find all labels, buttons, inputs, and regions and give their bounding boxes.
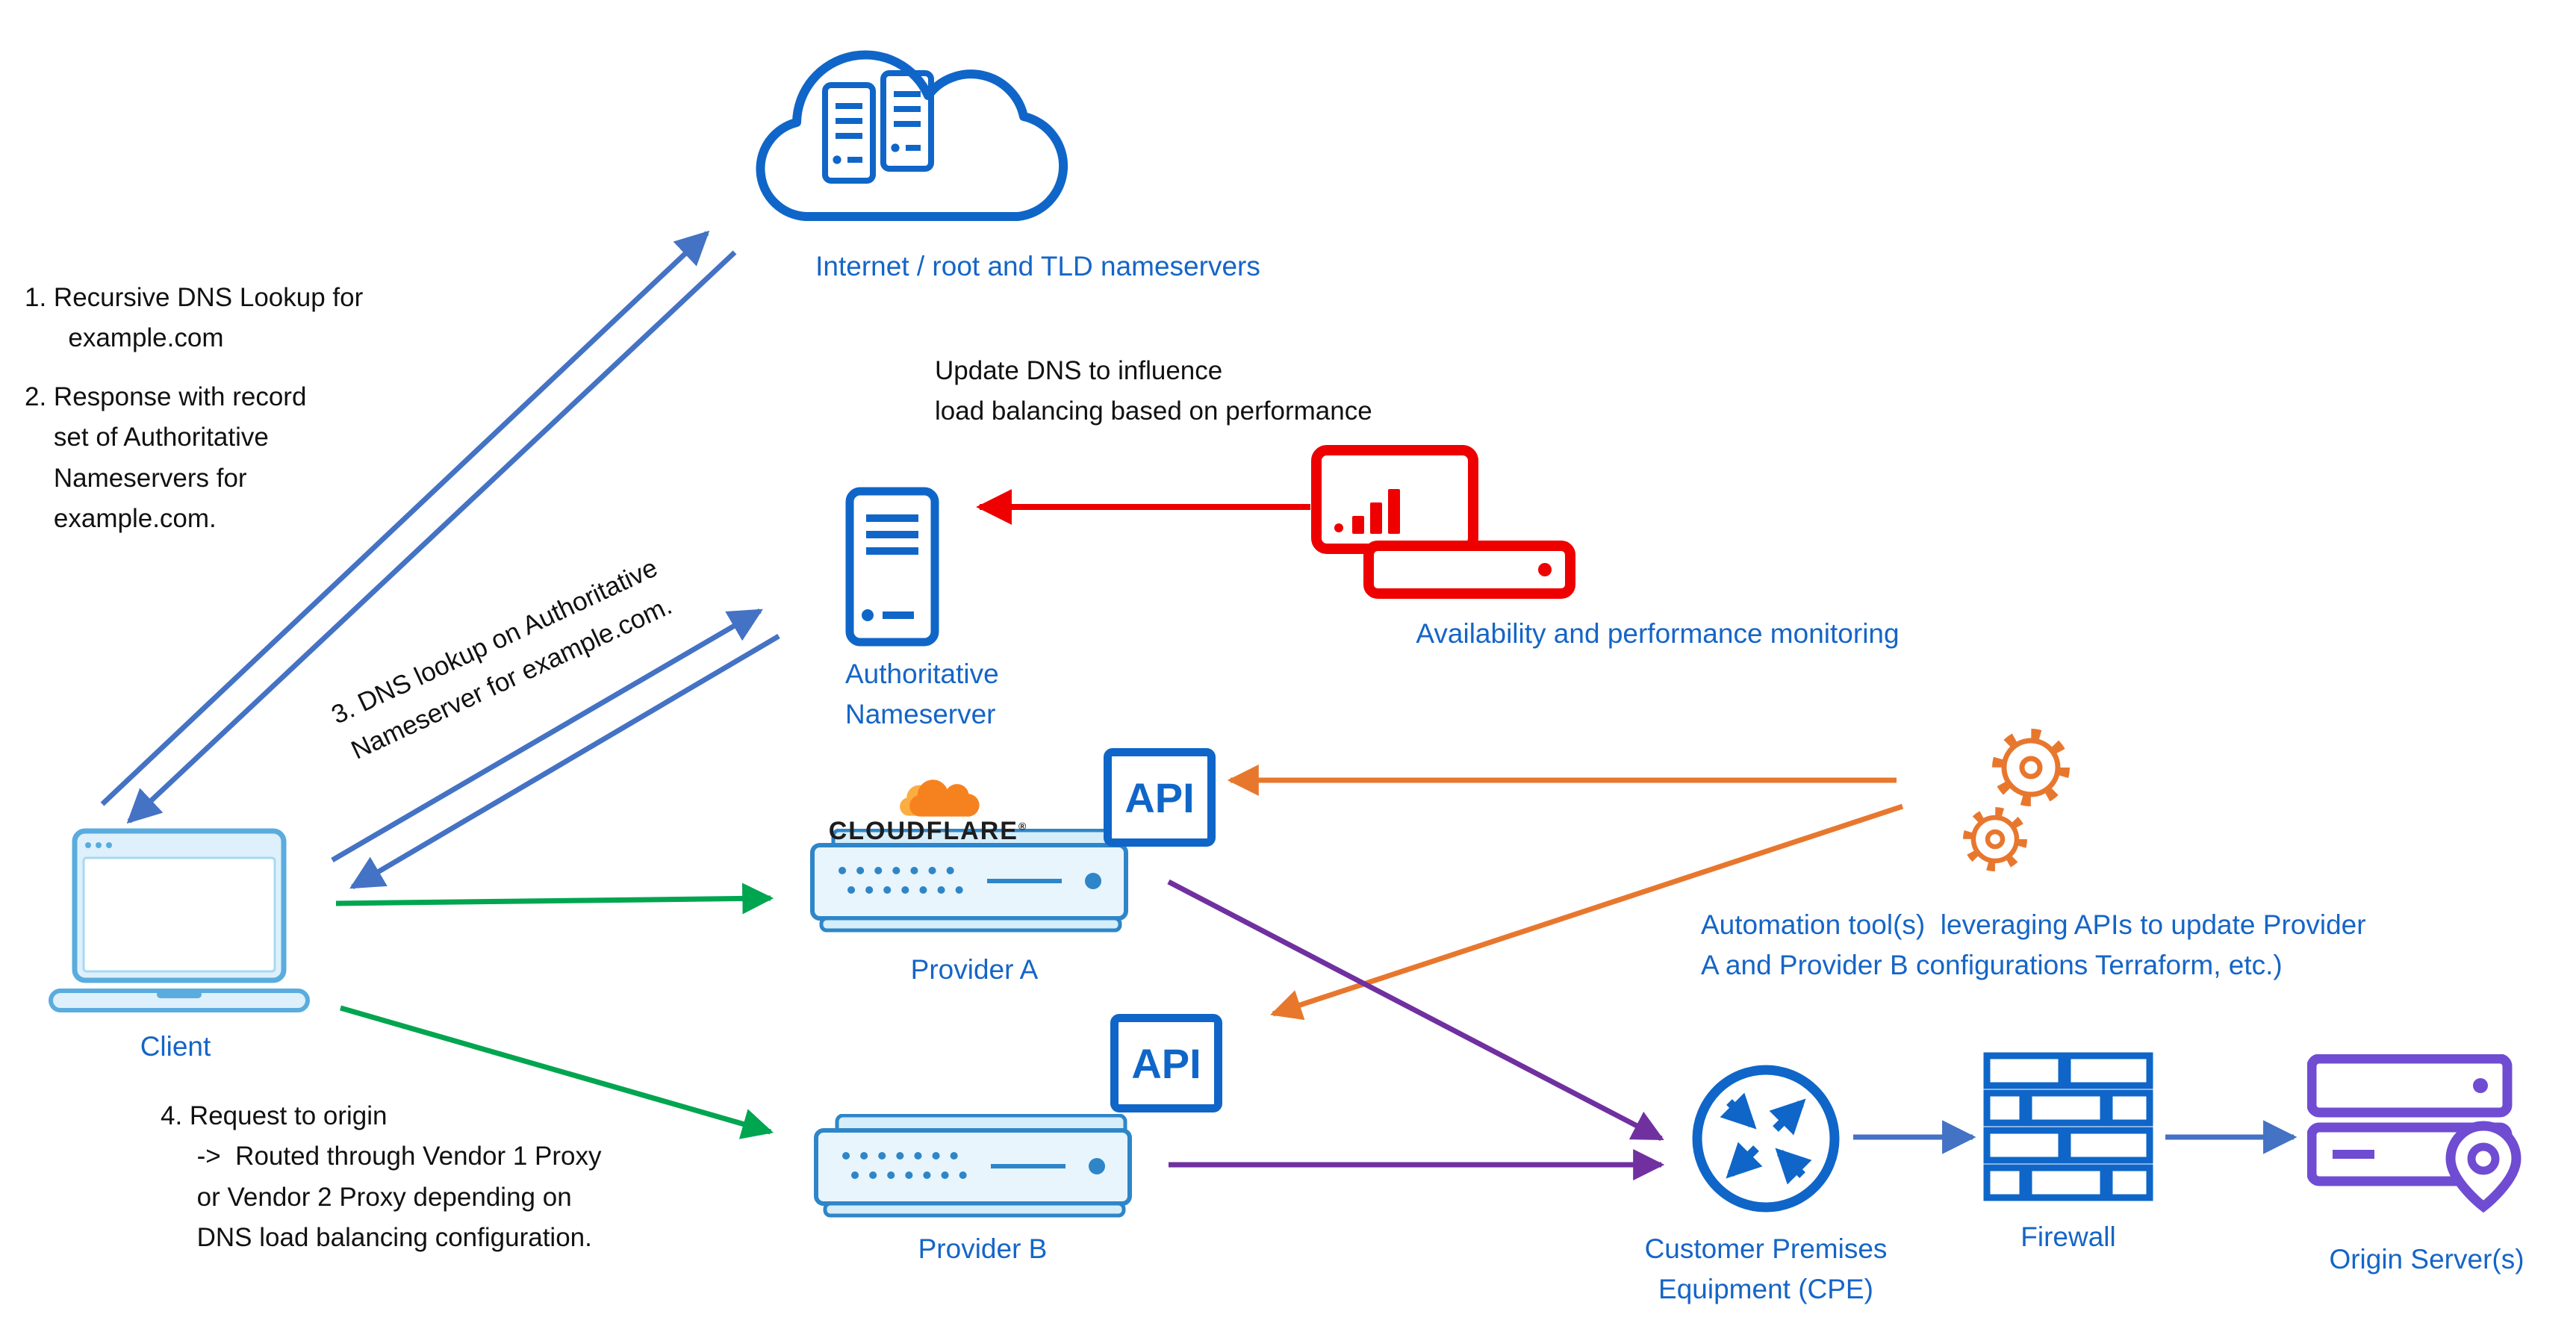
client-laptop-icon <box>49 828 310 1012</box>
update-dns-annotation: Update DNS to influence load balancing b… <box>935 356 1372 426</box>
provider-b-api-box: API <box>1110 1014 1222 1112</box>
step2-annotation: 2. Response with record set of Authorita… <box>25 382 307 533</box>
gear-icon <box>1963 807 2027 871</box>
arrow-recursive-response <box>126 250 737 824</box>
server-led-dot <box>1538 563 1552 576</box>
server-led-dot <box>891 143 900 152</box>
firewall-label: Firewall <box>2020 1221 2116 1252</box>
arrow-recursive-lookup <box>100 230 710 806</box>
step1-annotation: 1. Recursive DNS Lookup for example.com <box>25 283 364 353</box>
green-request-arrows <box>335 883 774 1139</box>
appliance-led-dot <box>1085 873 1101 889</box>
laptop-screen <box>82 856 276 973</box>
monitoring-icon <box>1311 445 1575 599</box>
registered-mark: ® <box>1018 820 1028 832</box>
appliance-front <box>814 1128 1132 1206</box>
provider-a-api-label: API <box>1124 774 1195 821</box>
window-dot <box>96 842 102 848</box>
cloud-rack-servers-icon <box>822 70 934 184</box>
appliance-led-dot <box>1089 1158 1105 1174</box>
server-vents <box>866 514 918 555</box>
origin-label: Origin Server(s) <box>2329 1244 2524 1274</box>
provider-a-label: Provider A <box>910 954 1039 985</box>
provider-b-api-label: API <box>1131 1039 1201 1087</box>
server-led-dot <box>862 609 874 621</box>
arrow-automation-to-api-b <box>1270 803 1904 1021</box>
automation-gears-icon <box>1963 729 2070 871</box>
provider-a-appliance-icon <box>810 829 1128 933</box>
arrow-client-to-provider-b <box>340 1005 774 1139</box>
appliance-front <box>810 843 1128 921</box>
server-led-dot <box>2473 1078 2488 1093</box>
orange-automation-arrows <box>1227 765 1904 1021</box>
appliance-vent-dots <box>839 867 974 894</box>
authoritative-nameserver-label: Authoritative Nameserver <box>845 659 999 729</box>
provider-b-label: Provider B <box>918 1233 1048 1264</box>
cloudflare-text: CLOUDFLARE <box>828 817 1018 845</box>
appliance-base <box>819 916 1122 933</box>
cloudflare-wordmark: CLOUDFLARE® <box>816 817 1040 846</box>
cloudflare-cloud-icon <box>900 779 980 817</box>
cpe-router-icon <box>1692 1065 1840 1213</box>
bar-chart-icon <box>1334 489 1400 534</box>
gear-icon <box>1992 729 2070 806</box>
arrow-provider-a-to-cpe <box>1167 879 1664 1142</box>
firewall-icon <box>1983 1052 2153 1201</box>
arrow-auth-lookup <box>331 608 763 863</box>
authoritative-nameserver-icon <box>845 487 939 647</box>
automation-label: Automation tool(s) leveraging APIs to up… <box>1701 909 2366 980</box>
location-pin-hole <box>2467 1142 2500 1175</box>
provider-a-api-box: API <box>1104 748 1216 847</box>
blue-dns-arrows <box>100 230 2297 1154</box>
monitoring-label: Availability and performance monitoring <box>1416 618 1900 649</box>
cloud-outline <box>756 50 1068 221</box>
purple-proxy-arrows <box>1167 879 1665 1180</box>
appliance-base <box>823 1201 1126 1218</box>
origin-servers-icon <box>2307 1054 2521 1213</box>
step4-annotation: 4. Request to origin -> Routed through V… <box>161 1101 602 1252</box>
location-pin-icon <box>2445 1121 2521 1213</box>
arrow-client-to-provider-a <box>335 883 774 915</box>
server-led-dot <box>833 155 841 164</box>
cloudflare-cloud <box>909 779 980 817</box>
window-dot <box>106 842 112 848</box>
arrow-auth-response <box>349 633 780 890</box>
appliance-vent-dots <box>842 1152 978 1179</box>
brick-wall <box>1983 1052 2153 1201</box>
internet-cloud-icon <box>756 50 1068 221</box>
router-circle <box>1692 1065 1840 1213</box>
provider-b-appliance-icon <box>814 1114 1132 1218</box>
router-arrows <box>1720 1092 1812 1185</box>
cpe-label: Customer Premises Equipment (CPE) <box>1644 1233 1888 1304</box>
laptop-notch <box>157 991 202 998</box>
internet-label: Internet / root and TLD nameservers <box>815 251 1260 281</box>
server-box <box>1363 541 1575 599</box>
window-dot <box>85 842 91 848</box>
client-label: Client <box>140 1031 211 1062</box>
